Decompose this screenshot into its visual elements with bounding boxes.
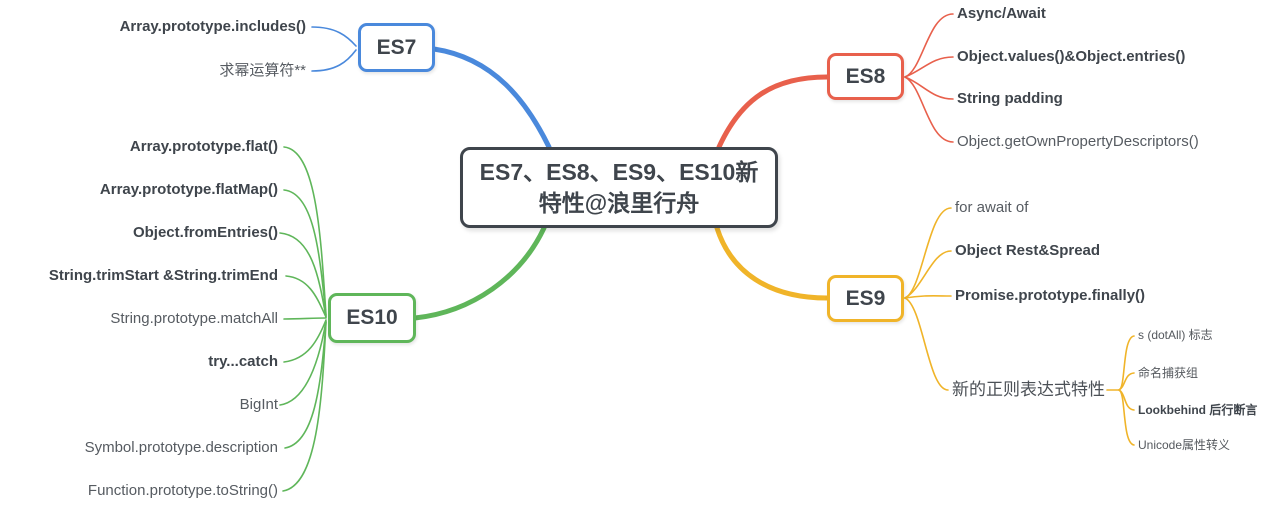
- leaf-array-prototype-includes[interactable]: Array.prototype.includes(): [119, 18, 306, 35]
- leaf-promise-prototype-finally[interactable]: Promise.prototype.finally(): [955, 287, 1146, 304]
- leaf-lookbehind-assertion[interactable]: Lookbehind 后行断言: [1138, 403, 1258, 417]
- leaf-get-own-property-descriptors[interactable]: Object.getOwnPropertyDescriptors(): [957, 133, 1199, 150]
- es10-branch-link: [412, 225, 547, 321]
- es9-regex-sub-links: [1106, 335, 1135, 446]
- leaf-bigint[interactable]: BigInt: [239, 396, 278, 413]
- es7-leaf-links: [311, 26, 357, 72]
- leaf-for-await-of[interactable]: for await of: [955, 199, 1029, 216]
- leaf-named-capture-groups[interactable]: 命名捕获组: [1138, 366, 1199, 380]
- leaf-try-catch[interactable]: try...catch: [208, 353, 278, 370]
- es8-leaf-links: [904, 13, 954, 143]
- leaf-string-prototype-matchall[interactable]: String.prototype.matchAll: [110, 310, 278, 327]
- leaf-object-values-entries[interactable]: Object.values()&Object.entries(): [957, 48, 1186, 65]
- central-topic-line2: 特性@浪里行舟: [538, 189, 700, 216]
- central-topic-node[interactable]: ES7、ES8、ES9、ES10新 特性@浪里行舟: [460, 147, 778, 228]
- node-es10[interactable]: ES10: [328, 293, 416, 343]
- leaf-array-prototype-flat[interactable]: Array.prototype.flat(): [129, 138, 278, 155]
- leaf-new-regex-features[interactable]: 新的正则表达式特性: [952, 380, 1105, 399]
- leaf-string-padding[interactable]: String padding: [957, 90, 1063, 107]
- leaf-object-fromentries[interactable]: Object.fromEntries(): [132, 224, 278, 241]
- central-topic-line1: ES7、ES8、ES9、ES10新: [479, 158, 759, 185]
- leaf-string-trimstart-trimend[interactable]: String.trimStart &String.trimEnd: [48, 267, 278, 284]
- leaf-exponent-operator[interactable]: 求幂运算符**: [219, 62, 306, 79]
- es8-branch-link: [716, 74, 830, 150]
- node-es9[interactable]: ES9: [827, 275, 904, 322]
- leaf-object-rest-spread[interactable]: Object Rest&Spread: [955, 242, 1101, 259]
- es9-branch-link: [714, 225, 830, 301]
- es10-leaf-links: [279, 146, 327, 492]
- leaf-symbol-prototype-description[interactable]: Symbol.prototype.description: [84, 439, 278, 456]
- node-es7-label: ES7: [376, 35, 417, 59]
- leaf-function-prototype-tostring[interactable]: Function.prototype.toString(): [87, 482, 278, 499]
- leaf-unicode-property-escape[interactable]: Unicode属性转义: [1138, 438, 1231, 452]
- es9-leaf-links: [904, 207, 952, 391]
- leaf-array-prototype-flatmap[interactable]: Array.prototype.flatMap(): [99, 181, 278, 198]
- node-es10-label: ES10: [346, 306, 398, 329]
- node-es9-label: ES9: [845, 286, 886, 310]
- es7-branch-link: [431, 46, 552, 150]
- node-es7[interactable]: ES7: [358, 23, 435, 72]
- node-es8-label: ES8: [845, 64, 886, 88]
- leaf-async-await[interactable]: Async/Await: [957, 5, 1046, 22]
- leaf-dotall-flag[interactable]: s (dotAll) 标志: [1138, 328, 1213, 342]
- node-es8[interactable]: ES8: [827, 53, 904, 100]
